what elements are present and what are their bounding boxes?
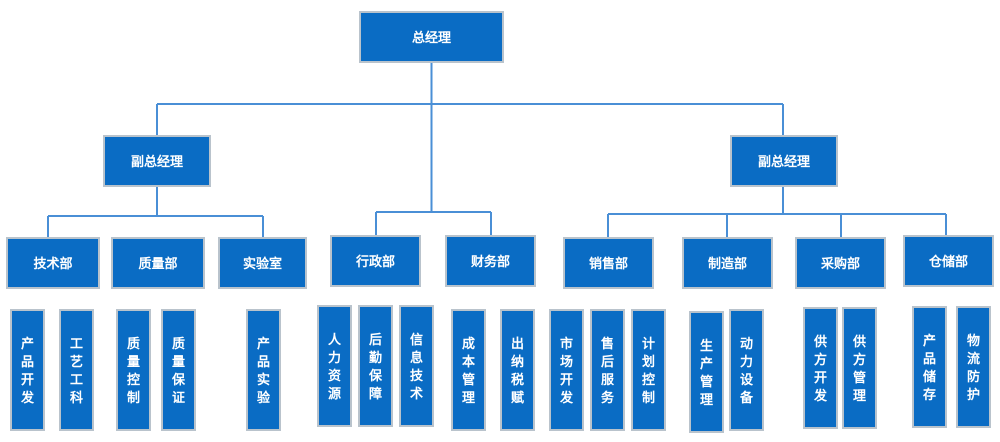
function-node-label: 后勤保障 (368, 332, 383, 402)
department-node-box (903, 235, 994, 287)
function-node: 市场开发 (549, 309, 584, 431)
function-node-box (549, 309, 584, 431)
department-node-box (330, 235, 421, 287)
function-node-label: 市场开发 (559, 336, 574, 406)
function-node: 人力资源 (317, 305, 352, 427)
function-node: 质量保证 (161, 309, 196, 431)
ceo-node-box (359, 11, 504, 63)
function-node-box (956, 306, 991, 428)
function-node-box (399, 305, 434, 427)
function-node-box (246, 309, 281, 431)
function-node: 物流防护 (956, 306, 991, 428)
department-node-label: 仓储部 (928, 254, 968, 270)
function-node-box (631, 309, 666, 431)
department-node-box (218, 237, 307, 289)
department-node-box (795, 237, 886, 289)
function-node-box (842, 307, 877, 429)
function-node-label: 质量保证 (171, 336, 186, 406)
function-node-label: 动力设备 (739, 337, 754, 406)
function-node: 成本管理 (451, 309, 486, 431)
department-node-label: 技术部 (33, 256, 72, 272)
function-node-box (500, 309, 535, 431)
function-node-label: 供方管理 (852, 334, 866, 404)
function-node: 动力设备 (729, 309, 764, 431)
function-node: 工艺工科 (59, 309, 94, 431)
function-node: 计划控制 (631, 309, 666, 431)
department-node-box (563, 237, 654, 289)
department-node: 仓储部 (903, 235, 994, 287)
ceo-node: 总经理 (359, 11, 504, 63)
function-node-box (358, 305, 393, 427)
function-node: 产品储存 (912, 306, 947, 428)
function-node-label: 信息技术 (409, 332, 424, 402)
function-node-box (451, 309, 486, 431)
department-node-label: 财务部 (471, 254, 510, 270)
department-node-label: 销售部 (589, 256, 628, 272)
department-node: 质量部 (111, 237, 205, 289)
department-node: 实验室 (218, 237, 307, 289)
deputy-node-box (730, 135, 838, 187)
department-node: 制造部 (682, 237, 773, 289)
connector-lines (47, 62, 947, 238)
function-node-box (689, 311, 724, 433)
function-node: 后勤保障 (358, 305, 393, 427)
function-node-box (912, 306, 947, 428)
department-node: 采购部 (795, 237, 886, 289)
function-node-label: 物流防护 (967, 333, 980, 403)
deputy-node-label: 副总经理 (131, 154, 183, 170)
function-node-label: 质量控制 (127, 336, 140, 406)
function-node-label: 产品开发 (20, 336, 35, 406)
function-node-label: 出纳税赋 (511, 336, 524, 406)
function-node: 出纳税赋 (500, 309, 535, 431)
function-node: 产品实验 (246, 309, 281, 431)
deputy-node: 副总经理 (730, 135, 838, 187)
function-node-box (59, 309, 94, 431)
function-node-label: 供方开发 (813, 334, 828, 404)
function-node: 信息技术 (399, 305, 434, 427)
department-node-box (111, 237, 205, 289)
department-node: 销售部 (563, 237, 654, 289)
department-node-box (6, 237, 100, 289)
function-node: 供方管理 (842, 307, 877, 429)
function-node: 产品开发 (10, 309, 45, 431)
department-node-label: 质量部 (138, 256, 177, 272)
department-node-box (445, 235, 536, 287)
function-node-label: 计划控制 (642, 336, 655, 406)
function-node-label: 工艺工科 (70, 337, 83, 406)
function-node-box (803, 307, 838, 429)
function-node-box (10, 309, 45, 431)
function-node: 供方开发 (803, 307, 838, 429)
function-node-box (590, 309, 625, 431)
function-node-label: 成本管理 (462, 336, 475, 406)
department-node: 技术部 (6, 237, 100, 289)
deputy-node-box (103, 135, 211, 187)
department-node-label: 采购部 (820, 256, 860, 272)
function-node: 售后服务 (590, 309, 625, 431)
function-node-label: 产品实验 (257, 336, 271, 406)
function-node-box (161, 309, 196, 431)
department-node-label: 制造部 (708, 256, 747, 272)
deputy-node-label: 副总经理 (758, 154, 810, 170)
deputy-node: 副总经理 (103, 135, 211, 187)
function-node-label: 人力资源 (328, 332, 342, 402)
department-node: 财务部 (445, 235, 536, 287)
department-node-label: 实验室 (243, 256, 282, 272)
function-node-box (116, 309, 151, 431)
department-node-label: 行政部 (355, 254, 395, 270)
function-node-box (317, 305, 352, 427)
function-node-label: 生产管理 (700, 338, 713, 408)
function-node: 质量控制 (116, 309, 151, 431)
department-node-box (682, 237, 773, 289)
ceo-node-label: 总经理 (412, 30, 451, 46)
function-node-box (729, 309, 764, 431)
function-node-label: 售后服务 (601, 336, 615, 406)
function-node: 生产管理 (689, 311, 724, 433)
department-node: 行政部 (330, 235, 421, 287)
function-node-label: 产品储存 (922, 333, 936, 403)
